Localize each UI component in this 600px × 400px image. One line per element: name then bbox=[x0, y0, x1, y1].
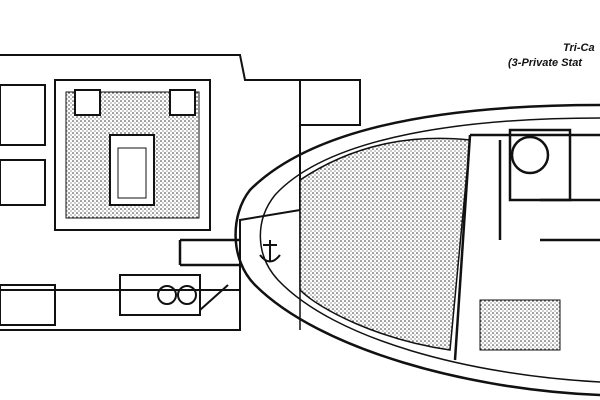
diagram-title: Tri-Ca bbox=[563, 42, 595, 54]
v-berth bbox=[299, 137, 471, 351]
hull-bow bbox=[178, 103, 600, 397]
anchor-icon bbox=[259, 240, 281, 263]
aft-section bbox=[0, 54, 361, 331]
diagram-subtitle: (3-Private Stat bbox=[508, 57, 582, 69]
